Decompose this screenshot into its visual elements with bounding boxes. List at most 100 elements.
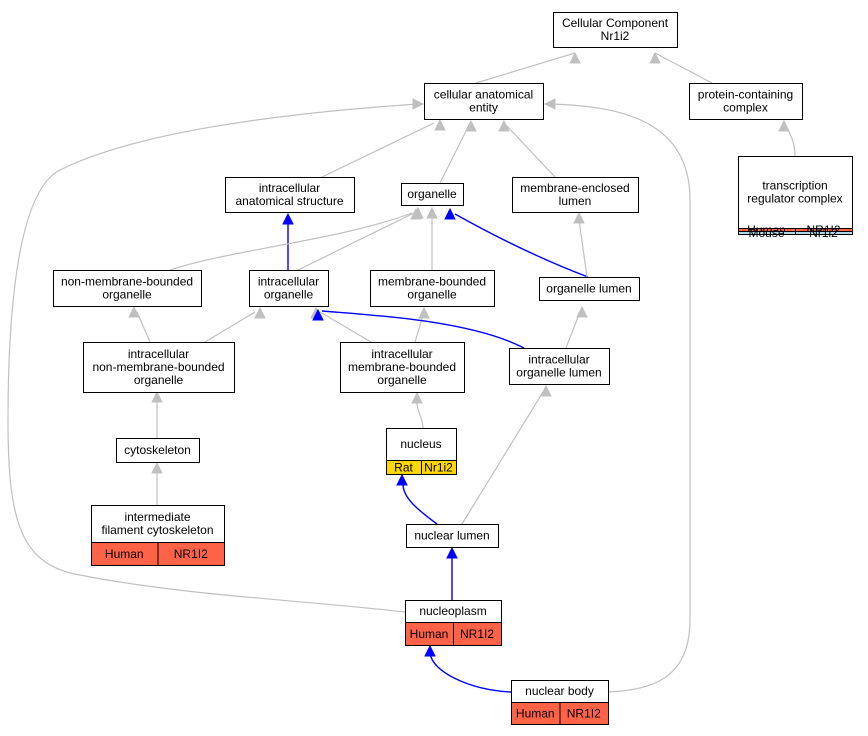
edge-cae-to-root [475,51,581,84]
node-nl[interactable]: nuclear lumen [406,524,499,548]
node-label: nuclear body [525,684,594,698]
node-label: non-membrane-bounded [92,360,224,374]
edge-cyto-to-inmbo [151,390,163,438]
edge-nl-to-iol [461,384,552,525]
node-cyto[interactable]: cytoskeleton [116,438,200,463]
species-cell [795,231,853,235]
arrowhead [778,119,790,132]
arrowhead [424,644,436,657]
node-label: membrane-bounded [378,275,486,289]
node-label: protein-containing [698,88,793,102]
node-label: organelle [407,288,457,302]
species-cell [453,622,502,646]
node-inmbo[interactable]: intracellularnon-membrane-boundedorganel… [83,342,235,393]
arrowhead [282,212,294,225]
edge-np-to-nl [446,546,458,600]
species-cell [421,460,457,475]
node-label: organelle [102,288,152,302]
edge-mbo-to-org [426,206,438,270]
node-label: organelle [264,288,314,302]
node-label: intracellular [371,347,432,361]
arrowhead [573,211,585,224]
node-label: intracellular [258,275,319,289]
edge-inmbo-to-io [204,306,266,343]
node-org[interactable]: organelle [401,183,464,206]
species-cell [559,702,609,725]
node-label: lumen [559,194,592,208]
node-label: cytoskeleton [124,443,191,457]
edge-ol-to-mel [573,211,588,278]
node-label: nuclear lumen [414,529,489,543]
edge-layer [7,51,796,693]
edge-org-to-cae [439,119,477,184]
arrowhead [426,206,438,219]
edge-imbo-to-mbo [414,306,430,343]
arrowhead [151,461,163,474]
arrowhead [151,390,163,403]
node-label: filament cytoskeleton [101,523,213,537]
arrowhead [446,546,458,559]
gene-symbol: NR1I2 [460,627,494,641]
node-label: organelle [134,373,184,387]
node-label: nucleoplasm [419,604,486,618]
gene-symbol: Nr1i2 [809,226,838,240]
node-label: regulator complex [747,192,842,206]
arrowhead [498,119,510,132]
arrowhead [543,98,556,110]
species-name: Mouse [748,226,784,240]
gene-symbol: Nr1i2 [424,461,453,475]
node-label: intracellular [528,353,589,367]
node-label: transcription [762,179,827,193]
arrowhead [410,207,422,220]
node-label: organelle lumen [546,282,631,296]
node-ol[interactable]: organelle lumen [539,277,640,301]
node-label: anatomical structure [235,194,343,208]
arrowhead [649,51,661,64]
node-label: membrane-enclosed [520,181,629,195]
gene-symbol: NR1I2 [174,547,208,561]
node-label: Cellular Component [562,16,669,30]
node-label: organelle [407,187,457,201]
arrowhead [412,98,425,110]
gene-symbol: NR1I2 [567,707,601,721]
node-label: non-membrane-bounded [61,275,193,289]
edge-nmbo-to-org [169,207,422,271]
arrowhead [411,391,423,404]
node-label: entity [469,101,498,115]
edge-ifc-to-cyto [151,461,163,505]
node-label: Nr1i2 [601,29,630,43]
species-name: Rat [394,461,413,475]
node-label: intermediate [124,510,190,524]
species-name: Human [410,627,449,641]
arrowhead [434,118,446,131]
edge-pcc-to-root [649,51,713,84]
edge-io-to-org [297,206,424,271]
edge-ol-to-org [444,207,589,278]
edge-iol-to-ol [565,305,588,349]
edge-np-to-cae [7,98,425,613]
arrowhead [128,305,140,318]
arrowhead [396,473,408,486]
node-label: organelle lumen [516,366,601,380]
node-label: cellular anatomical [434,88,533,102]
species-cell [157,542,225,566]
species-name: Human [516,707,555,721]
arrowhead [576,305,588,318]
